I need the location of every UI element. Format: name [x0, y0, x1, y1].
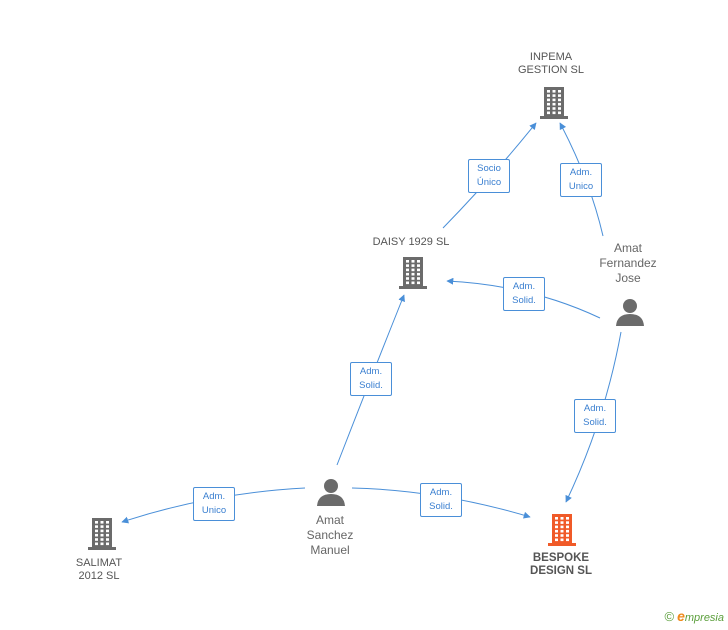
node-label-bespoke[interactable]: BESPOKE DESIGN SL [530, 552, 592, 577]
edge-label-sanchez-bespoke: Adm. Solid. [420, 483, 462, 517]
edge-label-sanchez-salimat: Adm. Unico [193, 487, 235, 521]
edge-label-daisy-inpema: Socio Único [468, 159, 510, 193]
edge-label-fernandez-daisy: Adm. Solid. [503, 277, 545, 311]
edge-label-fernandez-inpema: Adm. Unico [560, 163, 602, 197]
node-label-inpema[interactable]: INPEMA GESTION SL [517, 51, 585, 76]
node-label-salimat[interactable]: SALIMAT 2012 SL [75, 557, 123, 582]
building-icon-bespoke [548, 514, 576, 546]
building-icon-daisy [399, 257, 427, 289]
node-label-amat-fernandez[interactable]: Amat Fernandez Jose [599, 241, 657, 285]
building-icon-salimat [88, 518, 116, 550]
building-icon-inpema [540, 87, 568, 119]
brand-watermark: ©empresia [664, 608, 724, 624]
node-label-daisy[interactable]: DAISY 1929 SL [372, 236, 450, 248]
person-icon-amat-sanchez [317, 479, 345, 506]
edge-label-sanchez-daisy: Adm. Solid. [350, 362, 392, 396]
person-icon-amat-fernandez [616, 299, 644, 326]
edge-label-fernandez-bespoke: Adm. Solid. [574, 399, 616, 433]
node-label-amat-sanchez[interactable]: Amat Sanchez Manuel [306, 513, 354, 557]
